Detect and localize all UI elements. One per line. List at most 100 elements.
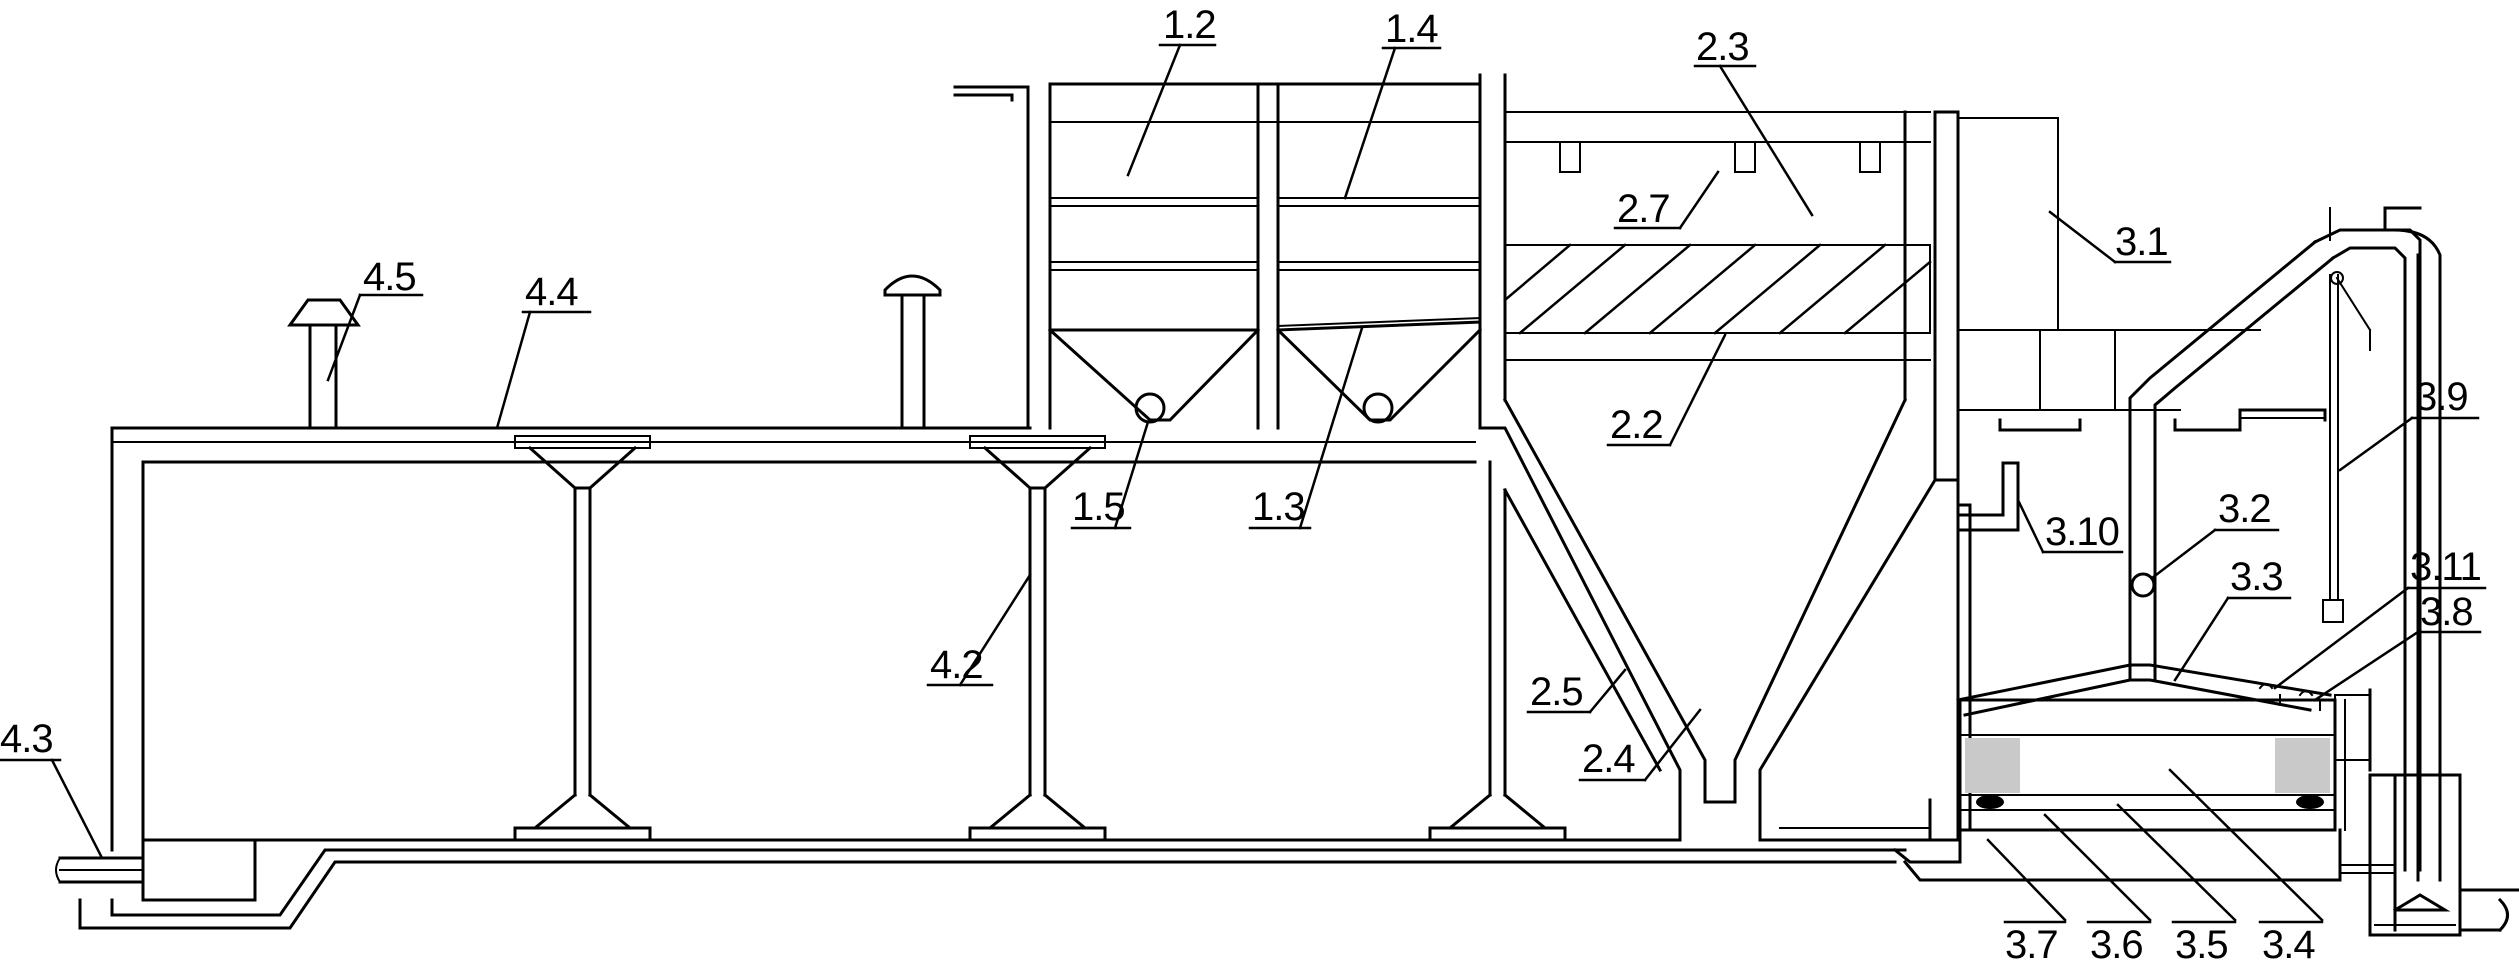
support-columns (513, 435, 1567, 842)
basin-floor-step (141, 838, 257, 902)
label-4-3: 4.3 (0, 717, 53, 761)
label-3-6: 3.6 (2090, 923, 2143, 965)
basin-outlet-box (142, 839, 256, 901)
column-1-cap (514, 435, 651, 449)
label-3-1: 3.1 (2115, 220, 2168, 264)
basin-outer-bottom (78, 860, 1897, 930)
shelf-2-right (1277, 261, 1481, 271)
hatch-lines (1503, 243, 1932, 335)
label-3-3: 3.3 (2230, 555, 2283, 599)
label-3-9: 3.9 (2415, 375, 2468, 419)
leader-2-3b (1718, 64, 1814, 217)
roof-vents (287, 274, 942, 430)
column-2-cap (969, 435, 1106, 449)
basin-outer-bottom-2 (110, 848, 1907, 917)
label-1-3: 1.3 (1252, 485, 1305, 529)
tank-left-wall-outer (953, 85, 1030, 430)
media-3-8-a (2258, 683, 2274, 690)
filter-base (1902, 828, 2342, 882)
outlet-sump (2368, 773, 2462, 937)
column-1-footing (513, 826, 652, 842)
pipe-right-hopper (1362, 392, 1394, 424)
label-1-2: 1.2 (1163, 3, 1216, 47)
column-1-haunch (527, 445, 638, 490)
hopper-top-right (1276, 320, 1482, 332)
leader-3-3b (2173, 596, 2230, 682)
shelf-1-left (1049, 197, 1259, 207)
float-3-9 (2322, 599, 2344, 623)
label-2-7: 2.7 (1617, 187, 1670, 231)
leader-3-7 (1986, 838, 2067, 922)
leader-3-6 (2043, 813, 2152, 922)
sed-right-wall-outer (1933, 110, 1960, 482)
column-2 (968, 435, 1107, 842)
leader-1-3b (1298, 326, 1364, 530)
vent-2-cap (883, 274, 942, 297)
label-2-2: 2.2 (1610, 403, 1663, 447)
return-pipe-outer-top (2383, 206, 2422, 232)
leader-2-5b (1588, 668, 1627, 714)
filter-bed-box (1958, 698, 2337, 832)
leader-4-5b (326, 293, 362, 382)
hopper-top-right-2 (1276, 316, 1482, 328)
sed-floor-right (1758, 798, 1932, 842)
shelf-1-right (1277, 197, 1481, 207)
return-pipe-bottom (2330, 246, 2407, 872)
filter-sloped-cover (1963, 678, 2312, 717)
leader-2-2b (1668, 333, 1727, 447)
column-3-footing (1428, 826, 1567, 842)
label-2-4: 2.4 (1582, 737, 1635, 781)
outlet-sump-cap (2392, 893, 2451, 913)
filter-unit (1892, 117, 2519, 937)
weir-trough-2-7 (1559, 141, 1881, 173)
leader-2-7b (1678, 170, 1720, 230)
lamella-media-2-2 (1504, 244, 1931, 334)
pipe-1-5 (1134, 392, 1166, 424)
speckle-right (2275, 738, 2330, 793)
leader-3-2b (2150, 528, 2217, 580)
label-3-7: 3.7 (2005, 923, 2058, 965)
hopper-inner-left (1502, 397, 1907, 804)
label-3-5: 3.5 (2175, 923, 2228, 965)
vent-2 (883, 274, 942, 430)
leader-3-8b (2313, 630, 2420, 702)
filter-upper-outline (1957, 117, 2059, 331)
rod-pivot (2330, 271, 2344, 285)
basin-outer-wall (110, 426, 1032, 852)
leader-4-2b (958, 573, 1032, 687)
pipe-3-2 (2130, 572, 2156, 598)
trough-right (2173, 408, 2327, 432)
hopper-outer-right (1758, 477, 1938, 842)
leader-1-2b (1126, 43, 1182, 177)
label-3-10: 3.10 (2045, 510, 2119, 554)
leader-4-3b (50, 758, 104, 860)
label-4-2: 4.2 (930, 643, 983, 687)
baffle-3-10 (1956, 461, 2020, 532)
riser-pipe-left (2128, 239, 2318, 682)
leader-1-5b (1113, 420, 1150, 530)
storage-basin (55, 426, 1907, 930)
label-3-2: 3.2 (2218, 487, 2271, 531)
sedimentation-tank (1478, 110, 1960, 842)
column-1 (513, 435, 652, 842)
label-4-4: 4.4 (525, 270, 578, 314)
filter-left-wall-outer (1928, 478, 1960, 842)
label-3-11: 3.11 (2410, 545, 2481, 589)
hopper-right (1275, 327, 1483, 422)
column-2-haunch (982, 445, 1093, 490)
vent-1 (287, 298, 361, 430)
hopper-left (1047, 327, 1261, 422)
leader-3-4 (2168, 768, 2324, 922)
upper-tanks (953, 73, 1507, 430)
label-4-5: 4.5 (363, 255, 416, 299)
column-3-base (1445, 792, 1550, 830)
column-3 (1428, 460, 1567, 842)
level-arm (2335, 276, 2372, 332)
air-diffuser-left (1976, 795, 2004, 809)
column-1-base (530, 792, 635, 830)
label-1-4: 1.4 (1385, 7, 1438, 51)
filter-sloped-cover-2 (1956, 663, 2332, 702)
hopper-outer (1478, 398, 1682, 842)
leader-2-4b (1643, 708, 1702, 782)
